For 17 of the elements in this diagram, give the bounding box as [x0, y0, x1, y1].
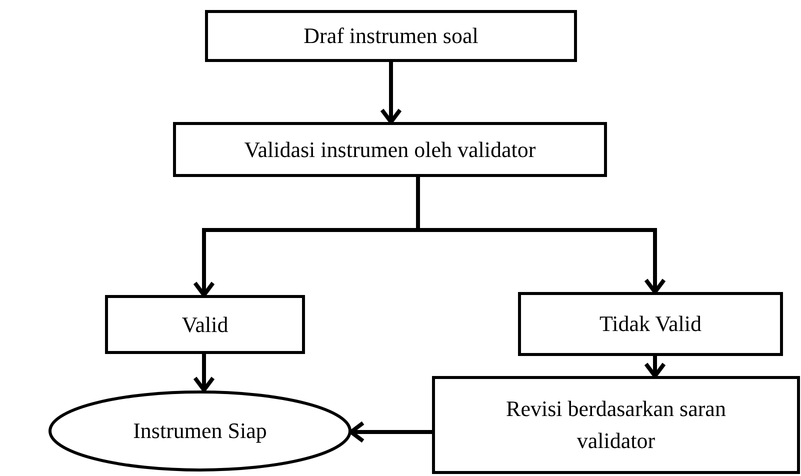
process-box: [105, 295, 305, 354]
arrow: [416, 177, 666, 294]
arrow: [193, 354, 215, 392]
node-label: Valid: [182, 310, 228, 339]
process-box: [173, 122, 607, 177]
node-label: Draf instrumen soal: [304, 22, 478, 50]
process-box: [518, 292, 783, 356]
terminal-ellipse: [48, 390, 352, 472]
arrow: [349, 421, 432, 443]
arrow: [380, 62, 402, 124]
node-label: Validasi instrumen oleh validator: [244, 136, 536, 164]
arrow: [644, 356, 666, 378]
node-label: Tidak Valid: [599, 310, 702, 338]
process-box: [205, 10, 577, 62]
node-label: Revisi berdasarkan saran validator: [505, 395, 727, 455]
process-box: [432, 376, 800, 474]
node-label: Instrumen Siap: [133, 417, 267, 446]
